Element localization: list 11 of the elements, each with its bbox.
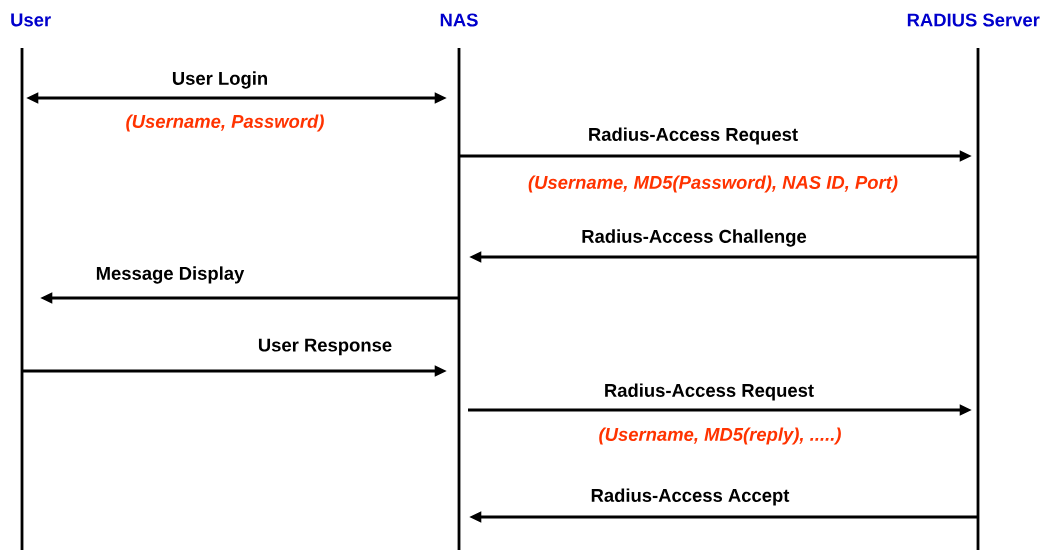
participant-label: RADIUS Server: [907, 13, 1040, 27]
participant-label: User: [11, 13, 51, 27]
parameter-text: (Username, Password): [126, 114, 324, 132]
message-label: User Login: [170, 69, 270, 91]
message-label: User Response: [256, 336, 394, 357]
message-label: Radius-Access Challenge: [579, 227, 809, 249]
parameter-text: (Username, MD5(Password), NAS ID, Port): [528, 175, 898, 193]
parameter-text: (Username, MD5(reply), .....): [599, 427, 841, 445]
message-label: Radius-Access Request: [586, 125, 800, 147]
message-label: Radius-Access Request: [602, 381, 816, 403]
participant-label: NAS: [440, 13, 478, 27]
